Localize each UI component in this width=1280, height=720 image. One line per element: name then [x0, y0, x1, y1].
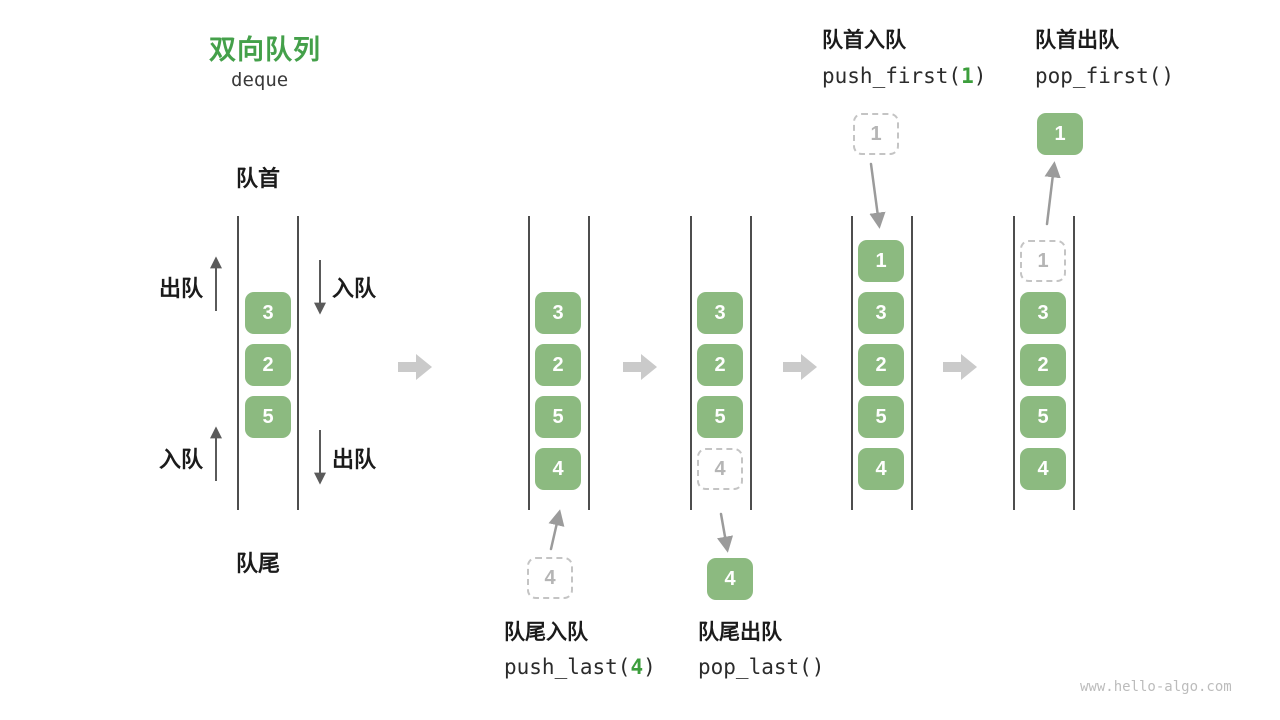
enqueue-label-top-right: 入队 [332, 276, 377, 301]
flow-arrow-icon [783, 354, 817, 380]
page-title: 双向队列 [209, 35, 321, 65]
pop-last-arrow-icon [717, 512, 734, 553]
removed-ghost-cell: 4 [697, 448, 743, 490]
outgoing-cell: 1 [1037, 113, 1083, 155]
queue-cell: 5 [245, 396, 291, 438]
queue-cell: 3 [245, 292, 291, 334]
queue-cell: 5 [1020, 396, 1066, 438]
pop-last-title: 队尾出队 [698, 621, 782, 644]
flow-arrow-icon [943, 354, 977, 380]
queue-wall [851, 216, 853, 510]
queue-wall [690, 216, 692, 510]
queue-cell: 3 [535, 292, 581, 334]
push-last-arrow-icon [548, 509, 565, 551]
push-first-title: 队首入队 [822, 29, 906, 52]
watermark: www.hello-algo.com [1080, 679, 1232, 695]
queue-wall [588, 216, 590, 510]
push-last-code: push_last(4) [504, 655, 656, 679]
push-last-title: 队尾入队 [504, 621, 588, 644]
queue-cell: 5 [535, 396, 581, 438]
queue-cell: 2 [697, 344, 743, 386]
queue-cell: 5 [858, 396, 904, 438]
code-text: ) [643, 655, 656, 679]
queue-cell: 4 [858, 448, 904, 490]
dequeue-label-bottom-right: 出队 [332, 447, 377, 472]
queue-wall [237, 216, 239, 510]
pop-first-title: 队首出队 [1035, 29, 1119, 52]
flow-arrow-icon [623, 354, 657, 380]
pop-first-code: pop_first() [1035, 64, 1175, 88]
code-arg: 1 [961, 64, 974, 88]
queue-cell: 4 [535, 448, 581, 490]
outgoing-cell: 4 [707, 558, 753, 600]
queue-cell: 4 [1020, 448, 1066, 490]
code-text: push_last( [504, 655, 631, 679]
pop-last-code: pop_last() [698, 655, 825, 679]
push-first-code: push_first(1) [822, 64, 986, 88]
incoming-ghost-cell: 1 [853, 113, 899, 155]
incoming-ghost-cell: 4 [527, 557, 573, 599]
queue-wall [297, 216, 299, 510]
pop-first-arrow-icon [1044, 161, 1061, 226]
queue-cell: 3 [697, 292, 743, 334]
code-text: ) [973, 64, 987, 88]
push-first-arrow-icon [869, 162, 886, 229]
queue-cell: 1 [858, 240, 904, 282]
code-text: push_first( [822, 64, 962, 88]
queue-cell: 3 [1020, 292, 1066, 334]
queue-wall [528, 216, 530, 510]
code-arg: 4 [630, 655, 644, 679]
dequeue-label-top-left: 出队 [159, 276, 204, 301]
queue-wall [1013, 216, 1015, 510]
queue-wall [750, 216, 752, 510]
queue-wall [1073, 216, 1075, 510]
removed-ghost-cell: 1 [1020, 240, 1066, 282]
queue-cell: 2 [858, 344, 904, 386]
queue-cell: 3 [858, 292, 904, 334]
queue-cell: 5 [697, 396, 743, 438]
queue-wall [911, 216, 913, 510]
flow-arrow-icon [398, 354, 432, 380]
queue-cell: 2 [245, 344, 291, 386]
rear-label: 队尾 [236, 551, 281, 576]
enqueue-label-bottom-left: 入队 [159, 447, 204, 472]
page-subtitle: deque [231, 69, 289, 91]
queue-cell: 2 [535, 344, 581, 386]
front-label: 队首 [236, 166, 281, 191]
queue-cell: 2 [1020, 344, 1066, 386]
